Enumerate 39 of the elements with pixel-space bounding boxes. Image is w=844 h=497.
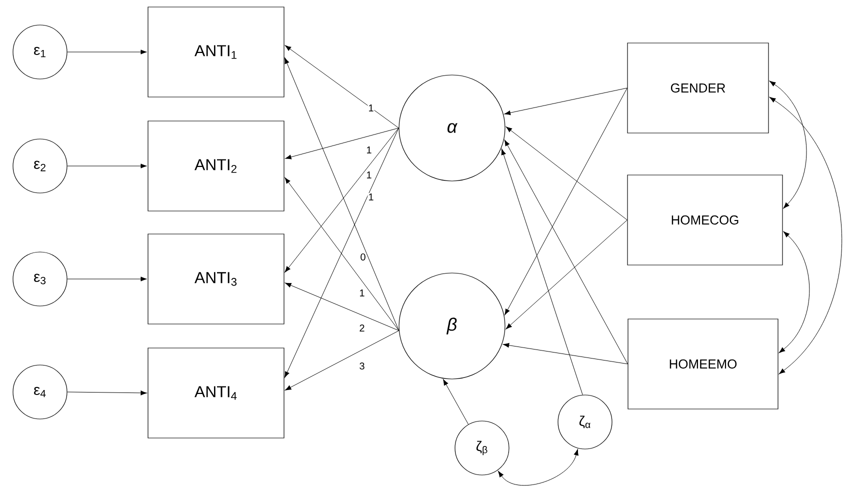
variable-box: GENDER — [627, 42, 769, 134]
variable-box: ANTI$_{2}$ — [148, 120, 284, 212]
path-arrow — [284, 128, 399, 378]
path-arrow — [284, 177, 400, 331]
edge-label: 2 — [358, 324, 366, 332]
path-arrow — [67, 276, 147, 282]
path-arrow — [67, 164, 147, 168]
edge-label: 1 — [368, 104, 374, 112]
path-arrow — [284, 58, 400, 331]
path-arrow — [67, 50, 147, 54]
covariance-arrow — [769, 97, 842, 374]
path-arrow — [501, 148, 583, 396]
variable-box: HOMECOG — [627, 174, 783, 266]
path-arrow — [504, 140, 628, 364]
path-arrow — [285, 282, 400, 331]
path-arrow — [506, 220, 628, 330]
path-arrow — [285, 330, 400, 390]
covariance-arrow — [498, 449, 578, 486]
path-arrow — [284, 128, 399, 272]
edge-label: 0 — [360, 252, 366, 262]
edge-label: 3 — [358, 362, 366, 370]
path-arrow — [502, 342, 628, 364]
edge-label: 1 — [366, 171, 372, 179]
path-arrow — [67, 390, 147, 396]
path-arrow — [504, 88, 628, 316]
path-arrow — [504, 88, 628, 116]
variable-box: ANTI$_{3}$ — [148, 234, 284, 324]
variable-box: ANTI$_{1}$ — [148, 6, 284, 98]
variable-box: ANTI$_{4}$ — [148, 348, 284, 438]
covariance-arrow — [778, 231, 810, 353]
path-arrow — [443, 379, 469, 425]
path-arrow — [506, 126, 628, 220]
edge-label: 1 — [358, 289, 366, 297]
edge-label: 1 — [366, 146, 372, 154]
variable-box: HOMEEMO — [628, 318, 778, 410]
path-arrow — [285, 128, 399, 160]
edge-label: 1 — [368, 193, 374, 201]
covariance-arrow — [769, 80, 807, 209]
path-arrow — [284, 45, 399, 128]
